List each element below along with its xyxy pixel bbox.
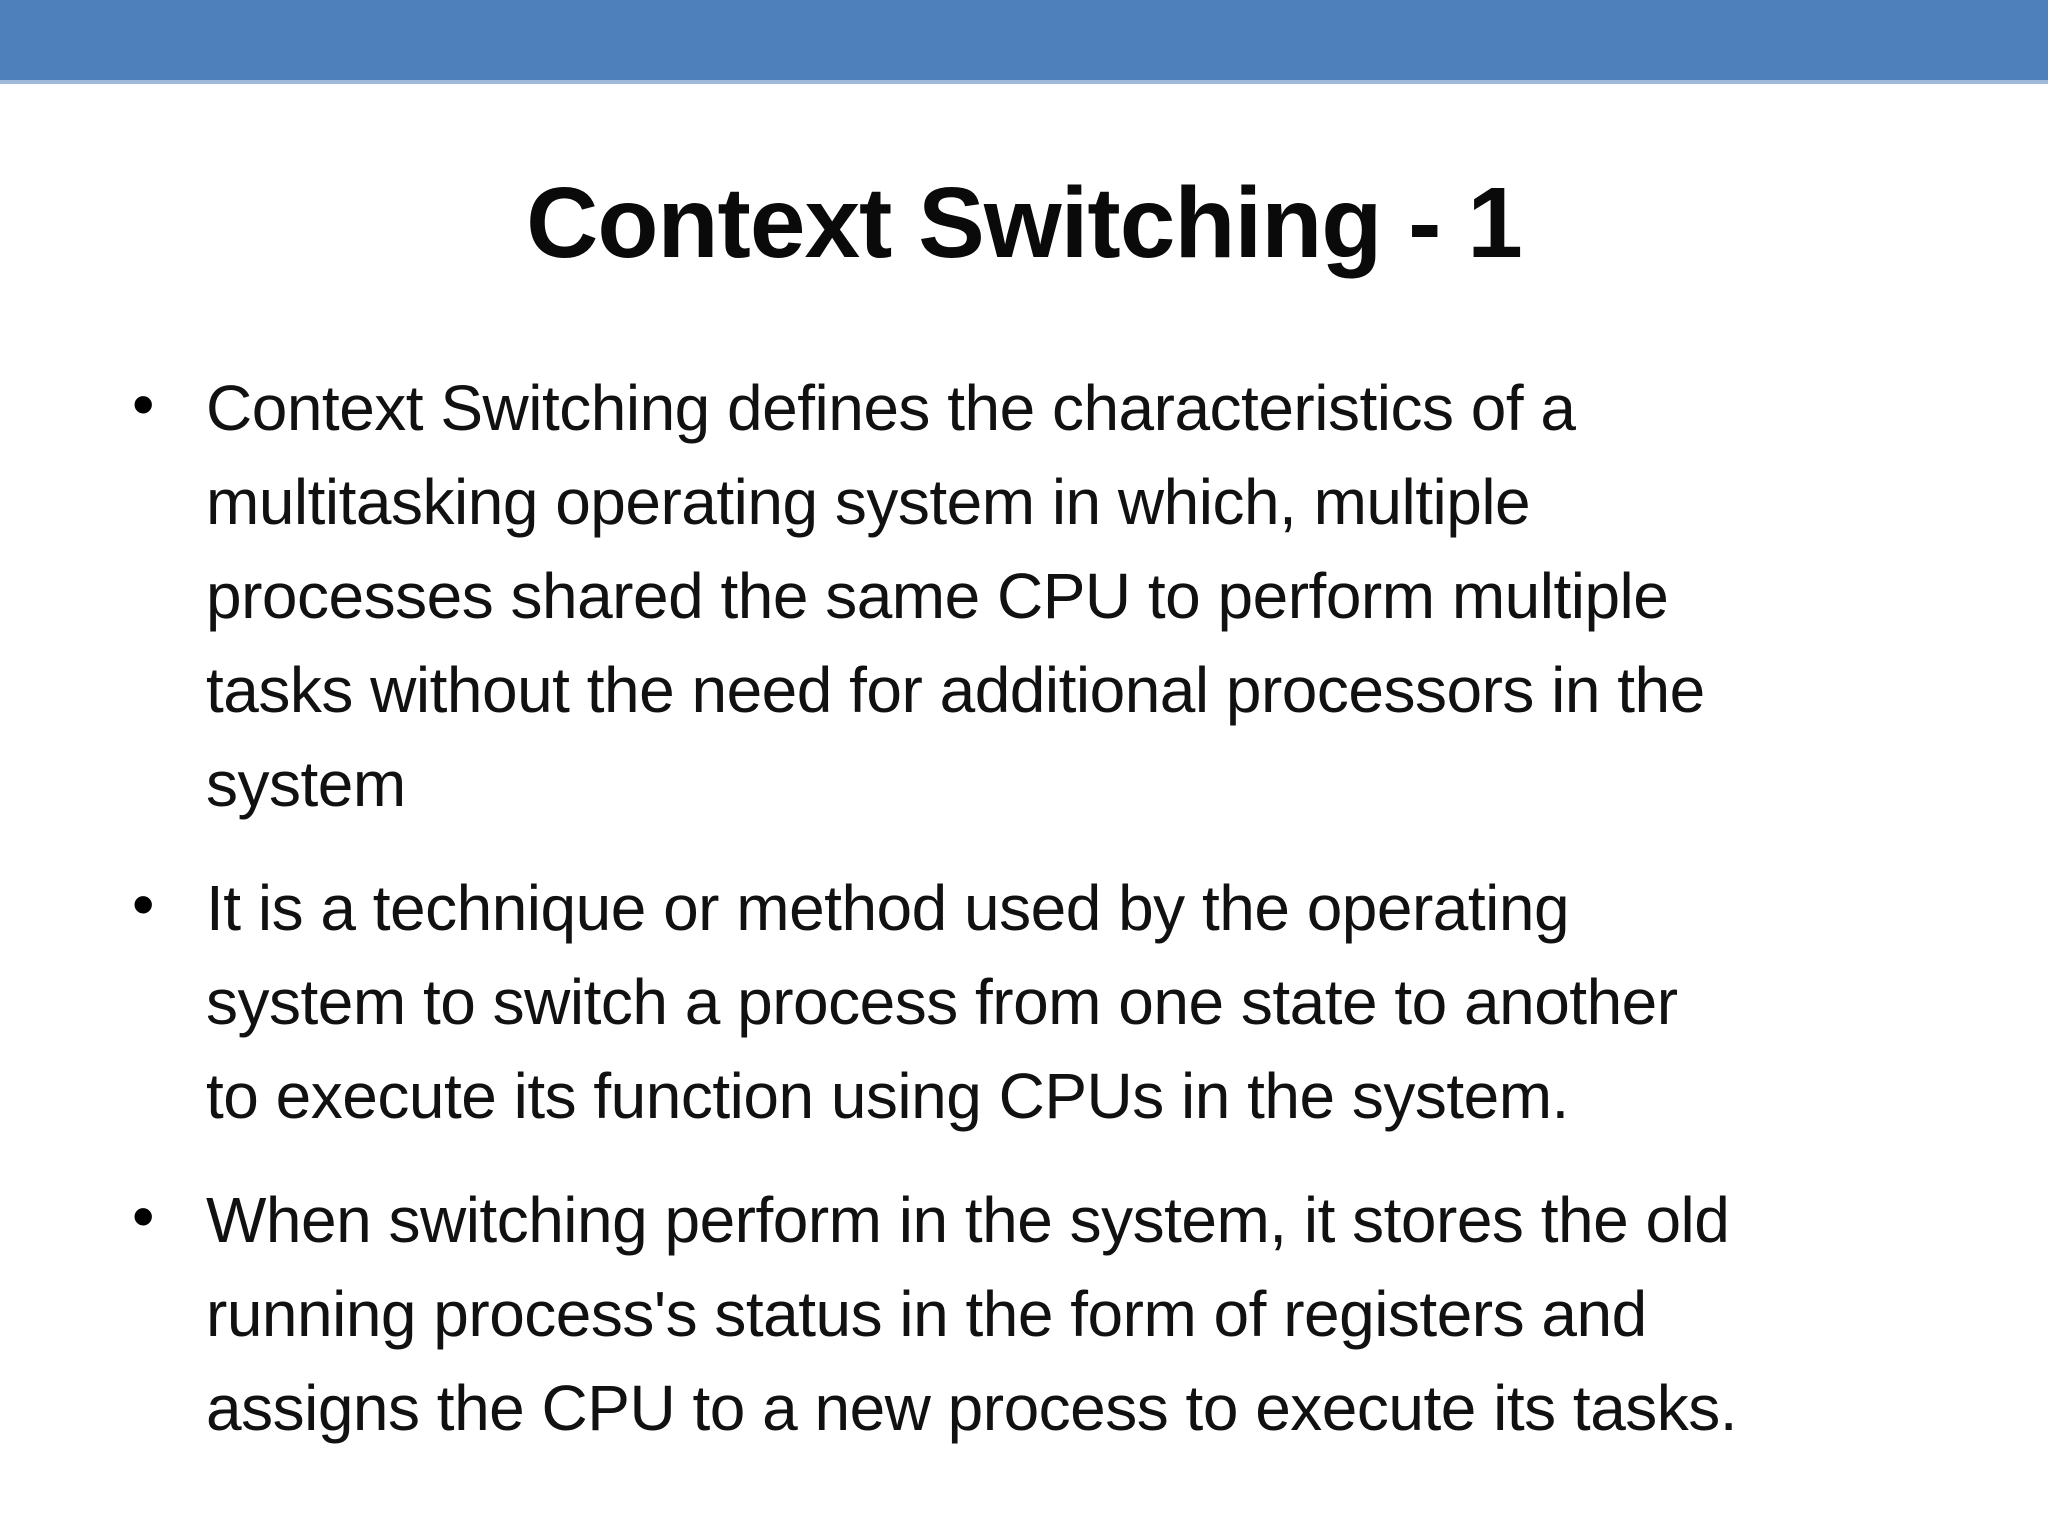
bullet-item: • When switching perform in the system, … <box>132 1173 2008 1455</box>
bullet-text-line: Context Switching defines the characteri… <box>206 372 1576 444</box>
bullet-list: • Context Switching defines the characte… <box>132 361 2008 1455</box>
slide-title: Context Switching - 1 <box>526 167 1523 279</box>
top-accent-bar <box>0 0 2048 84</box>
bullet-item: • It is a technique or method used by th… <box>132 861 2008 1143</box>
bullet-text-line: running process's status in the form of … <box>206 1278 1647 1350</box>
bullet-text-line: multitasking operating system in which, … <box>206 466 1531 538</box>
bullet-icon: • <box>132 868 154 940</box>
bullet-text-line: assigns the CPU to a new process to exec… <box>206 1372 1738 1444</box>
bullet-text-line: It is a technique or method used by the … <box>206 872 1570 944</box>
bullet-item: • Context Switching defines the characte… <box>132 361 2008 831</box>
bullet-icon: • <box>132 1180 154 1252</box>
bullet-icon: • <box>132 368 154 440</box>
bullet-text-line: When switching perform in the system, it… <box>206 1184 1730 1256</box>
bullet-text-line: system to switch a process from one stat… <box>206 966 1678 1038</box>
bullet-text-line: to execute its function using CPUs in th… <box>206 1060 1569 1132</box>
bullet-text-line: processes shared the same CPU to perform… <box>206 560 1669 632</box>
bullet-text-line: system <box>206 748 406 820</box>
bullet-text-line: tasks without the need for additional pr… <box>206 654 1705 726</box>
